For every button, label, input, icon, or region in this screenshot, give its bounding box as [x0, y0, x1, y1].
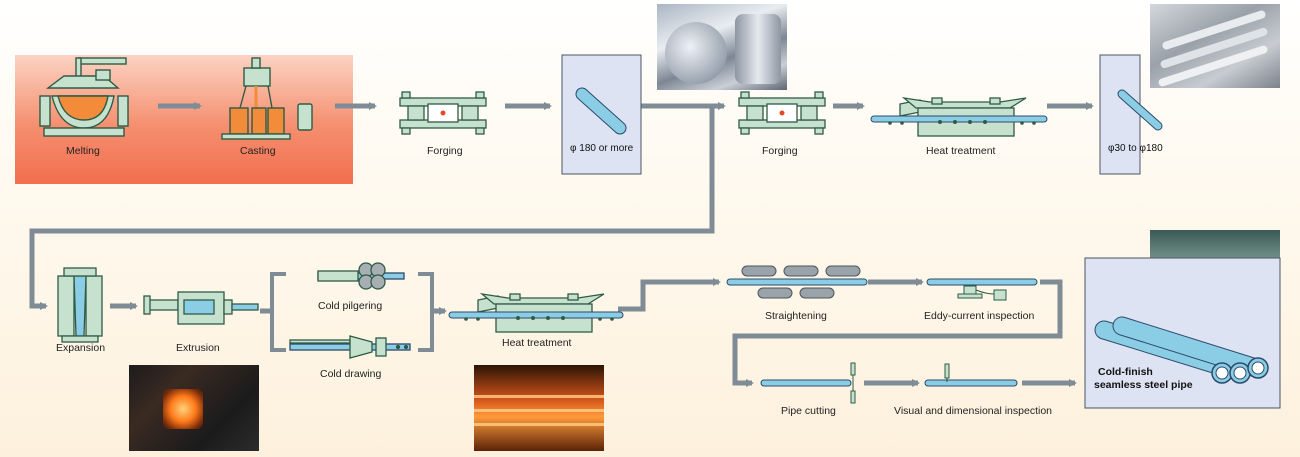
step-label-visual-inspection: Visual and dimensional inspection [894, 405, 1052, 417]
billet-box-small [1099, 54, 1141, 175]
step-label-pipe-cutting: Pipe cutting [781, 405, 836, 417]
billet-icon [575, 87, 627, 135]
forged-ingot-photo [657, 4, 787, 90]
ladle-furnace-icon [39, 57, 129, 137]
billet-icon [1117, 89, 1163, 131]
straightener-rolls-icon [726, 265, 868, 299]
ingot-mold-icon [221, 57, 313, 140]
step-label-extrusion: Extrusion [176, 342, 220, 354]
drawing-bench-icon [289, 335, 411, 359]
inspection-probe-icon [924, 363, 1018, 387]
step-label-melting: Melting [66, 145, 100, 157]
step-label-eddy-current: Eddy-current inspection [924, 310, 1035, 322]
step-label-casting: Casting [240, 145, 276, 157]
step-label-expansion: Expansion [56, 342, 106, 354]
step-label-heat-treatment-1: Heat treatment [926, 145, 996, 157]
final-product-line2: seamless steel pipe [1094, 379, 1193, 391]
forging-press-icon [399, 91, 487, 135]
pilger-mill-icon [317, 262, 405, 290]
final-product-line1: Cold-finish [1098, 366, 1153, 378]
forging-press-icon [738, 91, 826, 135]
eddy-current-probe-icon [926, 278, 1038, 301]
extrusion-press-icon [143, 291, 259, 325]
step-label-straightening: Straightening [765, 310, 827, 322]
extrusion-furnace-photo [129, 365, 259, 451]
final-product-label: Cold-finish seamless steel pipe [1094, 366, 1193, 392]
pipe-bundle-icon [1094, 316, 1269, 384]
steel-bars-photo [1150, 4, 1280, 88]
step-label-heat-treatment-2: Heat treatment [502, 337, 572, 349]
step-label-forging-2: Forging [762, 145, 798, 157]
cutter-icon [760, 362, 856, 404]
step-label-forging-1: Forging [427, 145, 463, 157]
process-bracket [270, 272, 434, 352]
step-label-cold-drawing: Cold drawing [320, 368, 382, 380]
expansion-die-icon [57, 267, 103, 343]
flow-lines [29, 102, 1094, 387]
hot-pipes-photo [474, 365, 604, 451]
billet-label-small: φ30 to φ180 [1108, 143, 1163, 154]
billet-label-large: φ 180 or more [570, 143, 634, 154]
step-label-cold-pilgering: Cold pilgering [318, 300, 383, 312]
